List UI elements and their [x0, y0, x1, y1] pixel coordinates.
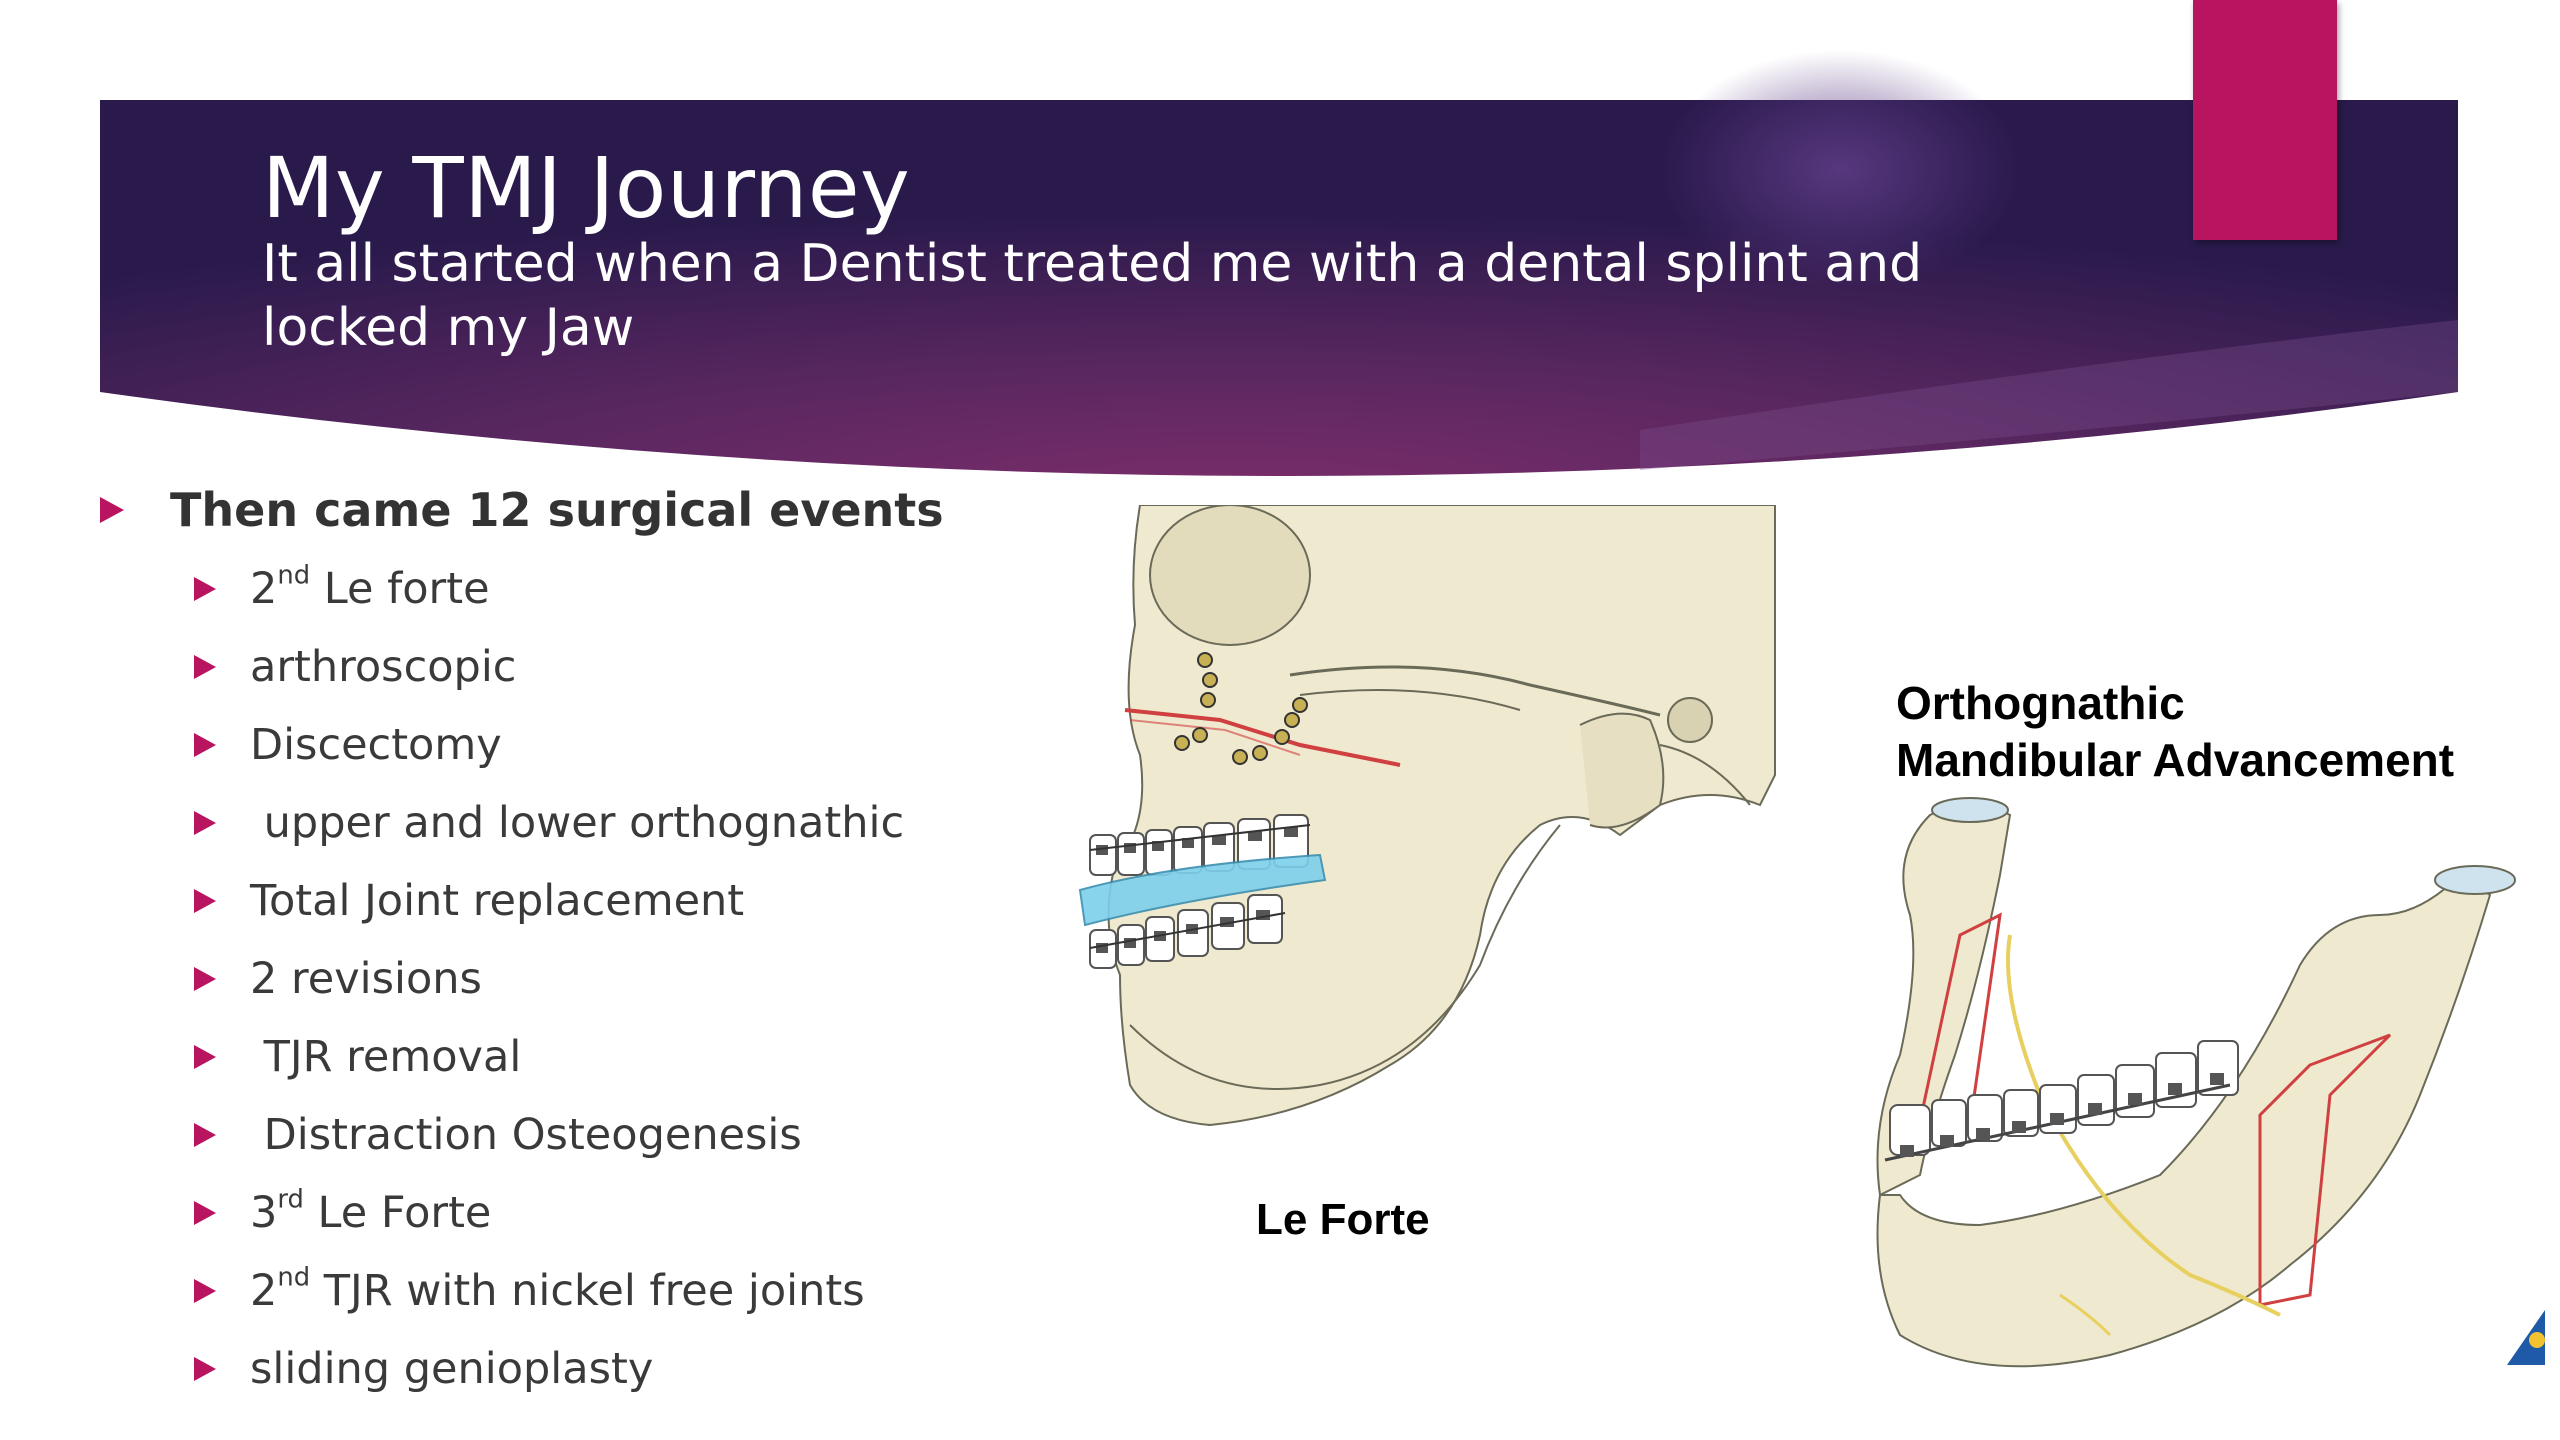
- bullet-list: Then came 12 surgical events 2nd Le fort…: [100, 470, 1080, 1408]
- bullet-arrow-icon: [194, 577, 216, 601]
- bullet-arrow-icon: [194, 1357, 216, 1381]
- list-item: Distraction Osteogenesis: [100, 1096, 1080, 1174]
- bullet-arrow-icon: [100, 497, 124, 523]
- le-forte-caption: Le Forte: [1256, 1195, 1430, 1244]
- orthognathic-caption-line1: Orthognathic: [1896, 677, 2185, 729]
- bullet-arrow-icon: [194, 811, 216, 835]
- list-item: Discectomy: [100, 706, 1080, 784]
- list-item-text: 2nd Le forte: [250, 560, 490, 614]
- list-item: TJR removal: [100, 1018, 1080, 1096]
- list-item-text: TJR removal: [250, 1032, 522, 1082]
- list-item: upper and lower orthognathic: [100, 784, 1080, 862]
- list-item: sliding genioplasty: [100, 1330, 1080, 1408]
- list-item: 3rd Le Forte: [100, 1174, 1080, 1252]
- slide-subtitle: It all started when a Dentist treated me…: [262, 234, 1923, 358]
- list-item: 2nd TJR with nickel free joints: [100, 1252, 1080, 1330]
- list-item: 2nd Le forte: [100, 550, 1080, 628]
- bullet-arrow-icon: [194, 1045, 216, 1069]
- main-bullet: Then came 12 surgical events: [100, 470, 1080, 550]
- list-item-text: Discectomy: [250, 720, 502, 770]
- skull-illustration: [1060, 505, 1776, 1127]
- list-item-text: 2nd TJR with nickel free joints: [250, 1262, 865, 1316]
- bullet-arrow-icon: [194, 967, 216, 991]
- main-bullet-text: Then came 12 surgical events: [170, 483, 944, 537]
- list-item-text: upper and lower orthognathic: [250, 798, 905, 848]
- slide-title: My TMJ Journey: [262, 139, 911, 237]
- list-item-text: arthroscopic: [250, 642, 517, 692]
- corner-logo-icon: [2507, 1310, 2545, 1365]
- title-banner: [100, 50, 2458, 476]
- list-item-text: sliding genioplasty: [250, 1344, 654, 1394]
- bullet-arrow-icon: [194, 1123, 216, 1147]
- bullet-arrow-icon: [194, 1201, 216, 1225]
- orthognathic-caption-line2: Mandibular Advancement: [1896, 734, 2455, 786]
- bullet-arrow-icon: [194, 889, 216, 913]
- mandible-illustration: [1876, 797, 2516, 1368]
- list-item-text: Total Joint replacement: [250, 876, 745, 926]
- list-item-text: 2 revisions: [250, 954, 482, 1004]
- list-item-text: 3rd Le Forte: [250, 1184, 492, 1238]
- list-item: Total Joint replacement: [100, 862, 1080, 940]
- bullet-arrow-icon: [194, 1279, 216, 1303]
- list-item: arthroscopic: [100, 628, 1080, 706]
- bullet-arrow-icon: [194, 733, 216, 757]
- bullet-arrow-icon: [194, 655, 216, 679]
- accent-tab: [2193, 0, 2337, 240]
- list-item-text: Distraction Osteogenesis: [250, 1110, 802, 1160]
- list-item: 2 revisions: [100, 940, 1080, 1018]
